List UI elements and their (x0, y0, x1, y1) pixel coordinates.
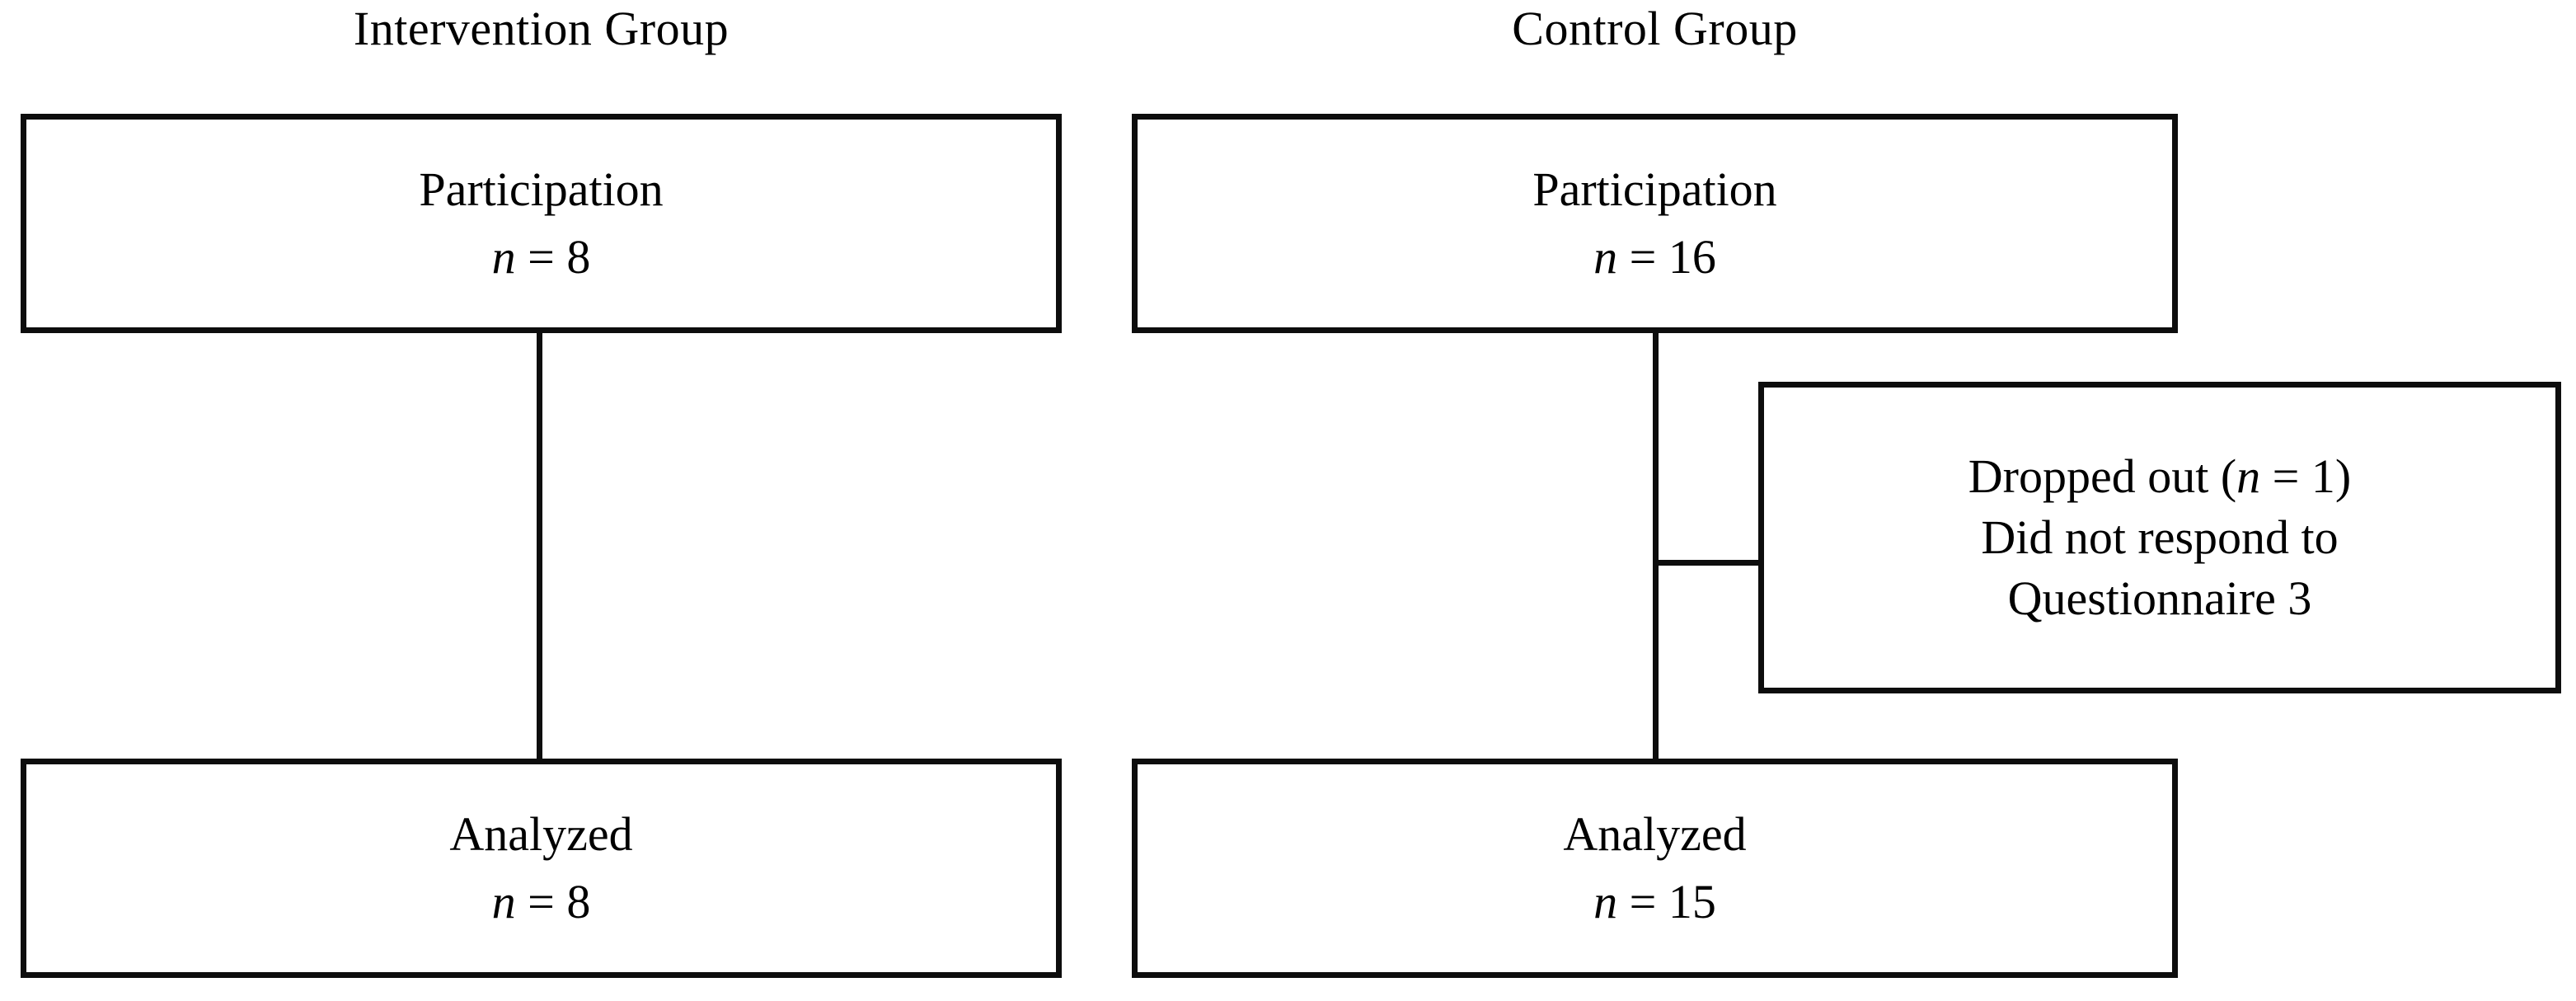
stat-symbol-n: n (1593, 875, 1618, 928)
box-dropped-out: Dropped out (n = 1) Did not respond to Q… (1758, 382, 2561, 693)
dropped-out-suffix: = 1) (2260, 449, 2352, 503)
dropped-out-line-1: Dropped out (n = 1) (1968, 446, 2351, 507)
box-stat-analyzed-intervention: n = 8 (492, 874, 591, 930)
box-stat-participation-intervention: n = 8 (492, 229, 591, 285)
box-intervention-analyzed: Analyzed n = 8 (21, 759, 1062, 978)
column-title-intervention: Intervention Group (353, 2, 730, 55)
dropped-out-prefix: Dropped out ( (1968, 449, 2237, 503)
stat-symbol-n: n (2236, 449, 2261, 503)
dropped-out-line-2: Did not respond to (1981, 510, 2339, 564)
box-intervention-participation: Participation n = 8 (21, 114, 1062, 333)
connector-dropped-out-horizontal (1655, 560, 1760, 566)
column-title-control: Control Group (1512, 2, 1798, 55)
stat-symbol-n: n (1593, 230, 1618, 284)
box-control-participation: Participation n = 16 (1132, 114, 2178, 333)
box-label-participation-intervention: Participation (419, 162, 664, 216)
box-stat-analyzed-control: n = 15 (1593, 874, 1716, 930)
box-label-analyzed-intervention: Analyzed (449, 806, 633, 861)
stat-value: = 8 (515, 230, 591, 284)
stat-value: = 8 (515, 875, 591, 928)
stat-symbol-n: n (491, 875, 516, 928)
connector-intervention-vertical (537, 330, 542, 762)
box-control-analyzed: Analyzed n = 15 (1132, 759, 2178, 978)
dropped-out-line-3: Questionnaire 3 (2007, 571, 2312, 626)
box-label-analyzed-control: Analyzed (1563, 806, 1747, 861)
connector-control-vertical (1653, 330, 1659, 762)
box-stat-participation-control: n = 16 (1593, 229, 1716, 285)
stat-value: = 15 (1617, 875, 1716, 928)
stat-symbol-n: n (491, 230, 516, 284)
stat-value: = 16 (1617, 230, 1716, 284)
box-label-participation-control: Participation (1532, 162, 1777, 216)
